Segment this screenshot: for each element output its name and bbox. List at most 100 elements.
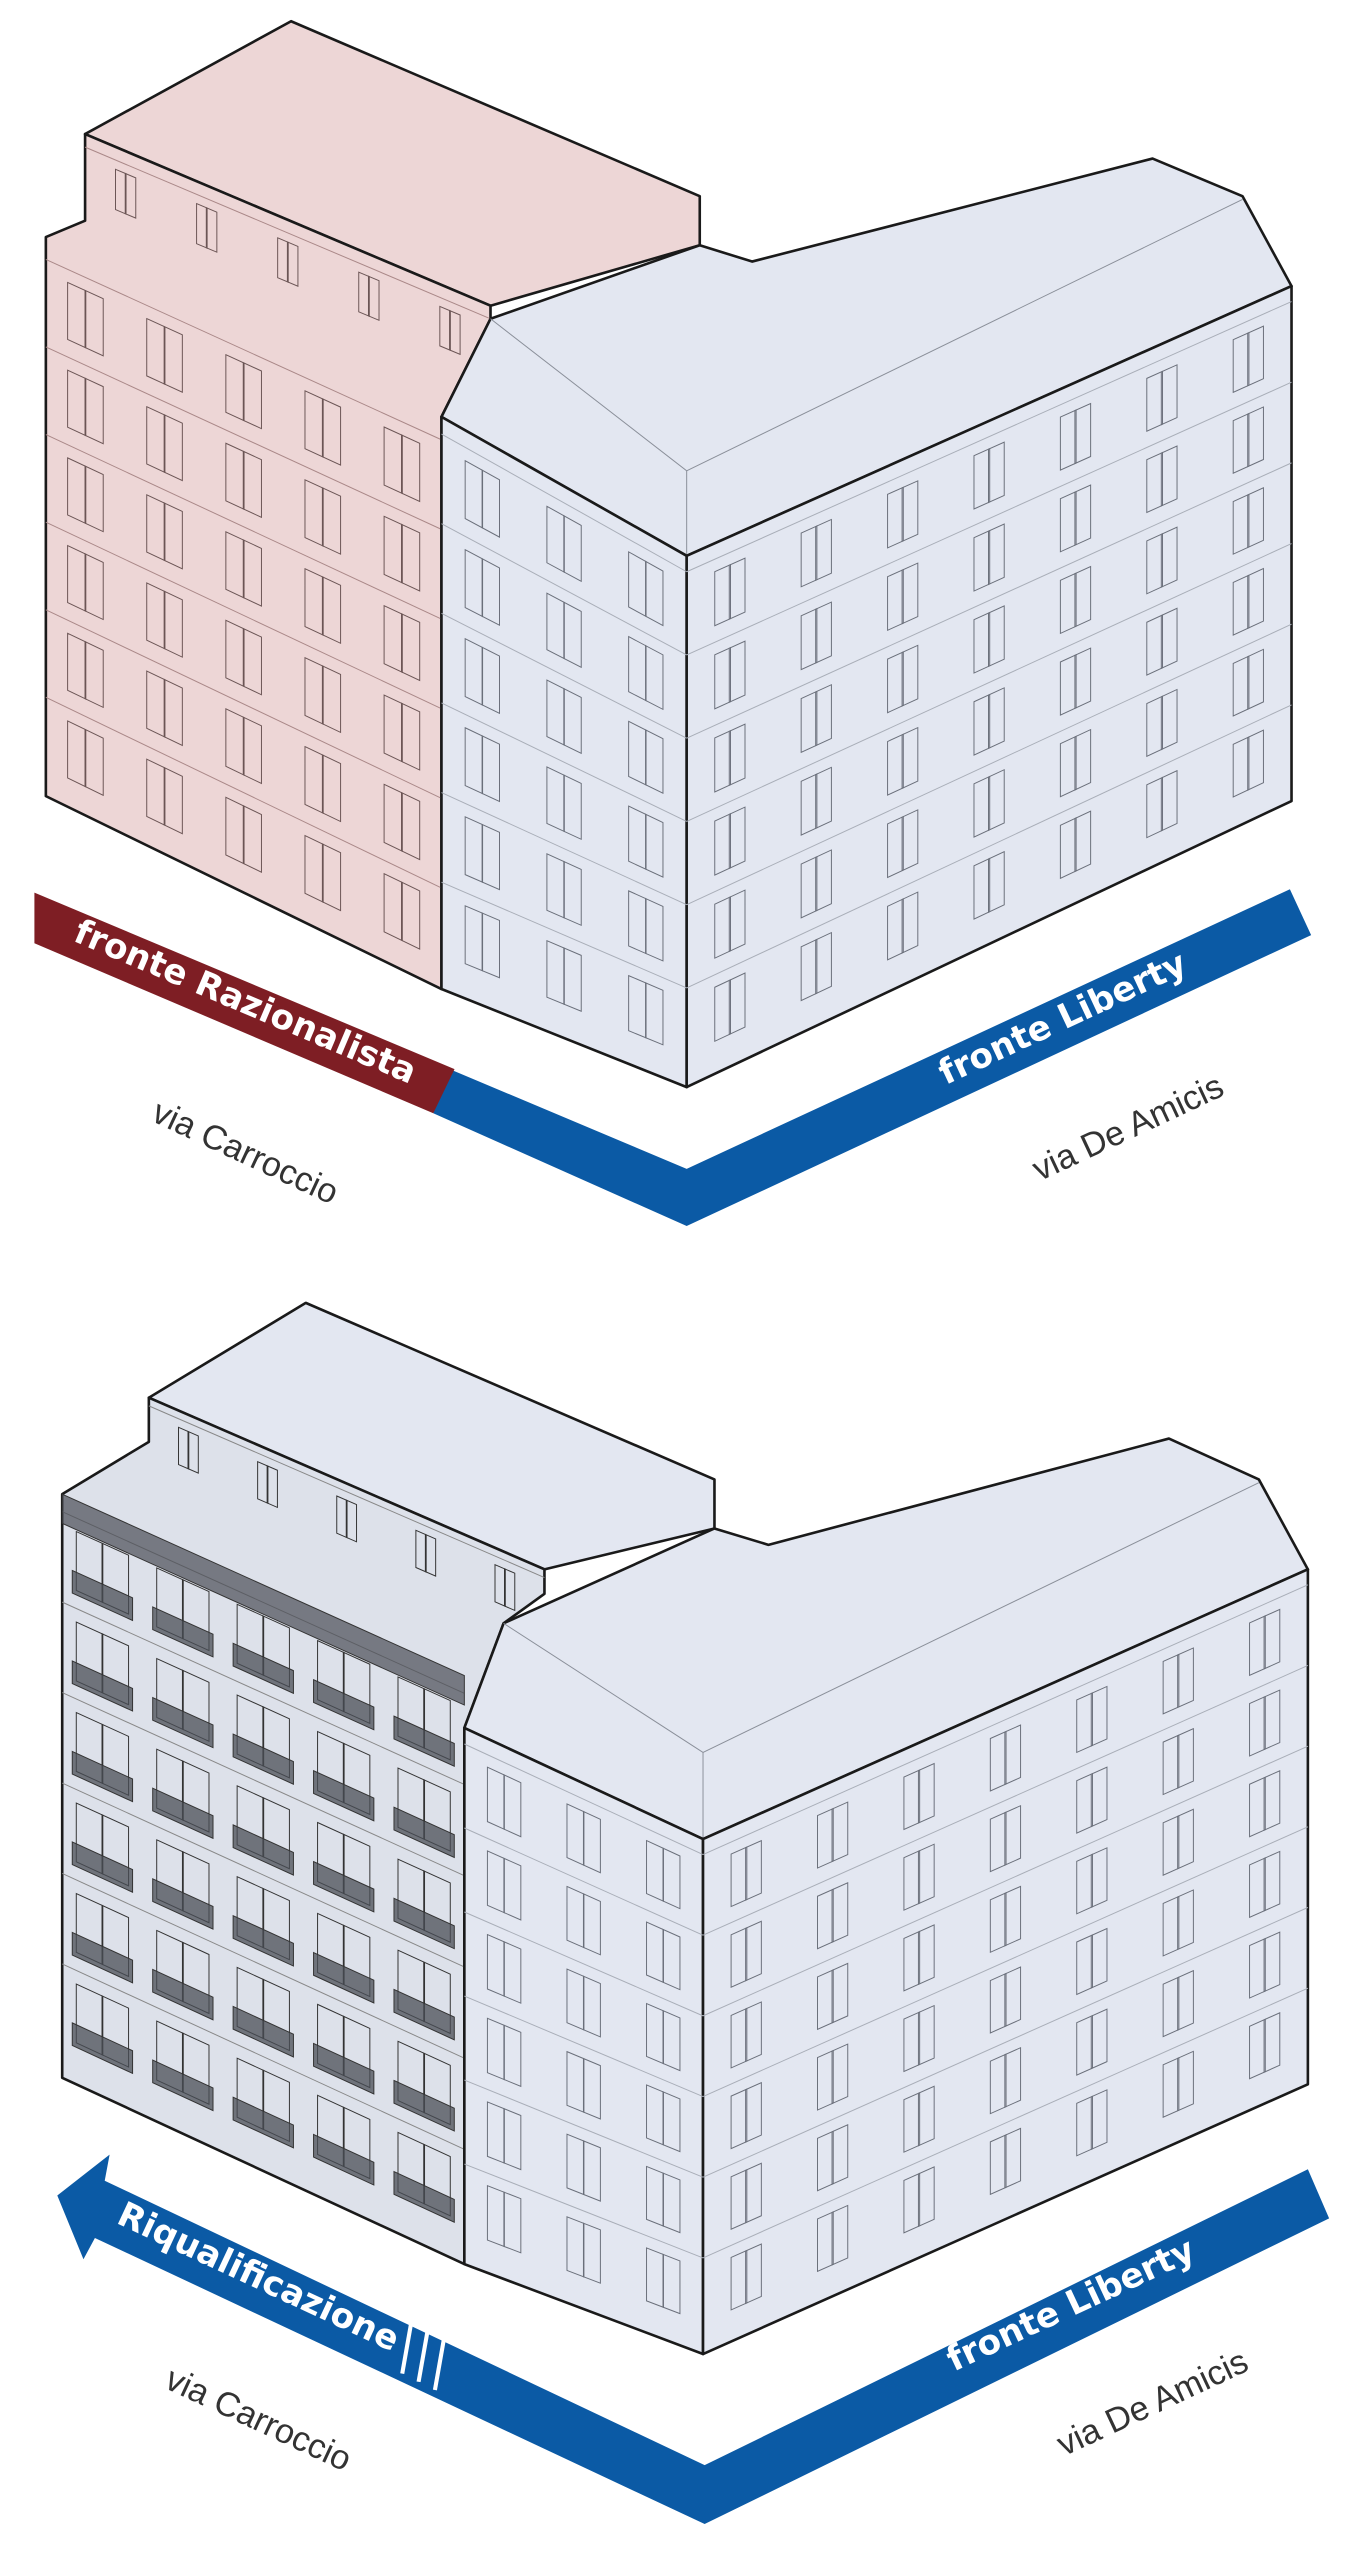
balcony-screen <box>152 1696 214 1749</box>
window <box>714 557 746 627</box>
window <box>730 2081 762 2150</box>
floor-line <box>686 704 1292 989</box>
window <box>67 720 104 797</box>
window <box>1076 2089 1108 2157</box>
balcony-screen <box>232 1733 294 1785</box>
window-mullion <box>815 607 818 664</box>
window-mullion <box>84 728 87 788</box>
window-mullion <box>345 1499 348 1539</box>
window <box>546 505 582 583</box>
window <box>196 202 218 253</box>
balcony-screen <box>393 1897 455 1950</box>
window <box>817 2124 849 2192</box>
window-mullion <box>401 881 403 942</box>
window-mullion <box>988 775 991 832</box>
window-mullion <box>163 502 166 562</box>
window-mullion <box>728 646 731 703</box>
window <box>1146 607 1178 676</box>
window <box>439 305 461 356</box>
window <box>887 562 919 632</box>
window <box>730 1920 762 1988</box>
window-mullion <box>1177 1653 1180 1709</box>
floor-line <box>686 301 1292 573</box>
window-mullion <box>745 2088 748 2143</box>
window <box>566 1885 601 1956</box>
window <box>304 656 342 734</box>
window-mullion <box>401 702 403 763</box>
window-mullion <box>1160 370 1164 426</box>
window <box>486 1850 522 1921</box>
window <box>1059 484 1092 553</box>
window <box>730 1839 762 1908</box>
window <box>714 723 746 793</box>
band-label-liberty: fronte Liberty <box>932 944 1192 1094</box>
window <box>1059 728 1092 798</box>
window <box>1146 769 1178 839</box>
window <box>628 890 664 962</box>
window-mullion <box>901 486 904 543</box>
window-mullion <box>831 2130 834 2185</box>
window <box>486 2101 522 2171</box>
window <box>989 1966 1022 2034</box>
window-mullion <box>242 804 245 865</box>
window-mullion <box>988 857 991 914</box>
requalification-arrow-band <box>57 2154 1330 2525</box>
window-mullion <box>745 1846 748 1901</box>
window <box>358 271 380 322</box>
window-mullion <box>266 1465 269 1505</box>
window-mullion <box>321 398 324 458</box>
window-mullion <box>321 487 324 547</box>
window <box>1162 1889 1194 1957</box>
window <box>146 317 183 394</box>
floor-line <box>702 1665 1309 1936</box>
window-mullion <box>917 2011 921 2066</box>
floor-line <box>464 2079 704 2178</box>
window <box>464 459 500 538</box>
window-mullion <box>1090 1692 1093 1747</box>
window <box>1232 325 1264 394</box>
window-mullion <box>1004 1972 1007 2028</box>
window-mullion <box>1074 735 1077 791</box>
floor-line <box>84 146 491 320</box>
liberty-windows <box>441 301 1292 1046</box>
window <box>67 369 104 445</box>
floor-line <box>441 612 687 739</box>
floor-line <box>441 523 687 656</box>
window <box>566 2050 601 2120</box>
balcony-screen <box>71 1841 134 1893</box>
window-mullion <box>1090 1772 1093 1828</box>
street-label-carroccio: via Carroccio <box>147 1093 345 1212</box>
balcony-screen <box>232 2096 294 2149</box>
floor-line <box>45 258 442 441</box>
window <box>887 809 919 879</box>
window <box>1146 688 1178 758</box>
window-mullion <box>1177 1734 1180 1789</box>
liberty-building-after <box>463 1437 1310 2356</box>
razionalista-band <box>34 892 455 1114</box>
window <box>1249 2012 1281 2080</box>
window <box>989 2046 1022 2115</box>
window-mullion <box>831 1969 834 2024</box>
window <box>566 2216 601 2284</box>
floor-line <box>464 1911 704 2017</box>
razionalista-building <box>44 19 702 991</box>
window <box>973 441 1005 510</box>
window-mullion <box>1160 776 1164 832</box>
window-mullion <box>1177 1895 1180 1951</box>
floor-line <box>702 1826 1309 2097</box>
window <box>1146 526 1178 595</box>
band-stripe <box>416 2325 431 2383</box>
window <box>989 2127 1022 2196</box>
window <box>973 850 1005 920</box>
window <box>817 1882 849 1950</box>
window-mullion <box>917 2091 921 2147</box>
liberty-right-facade <box>685 284 1293 1089</box>
window <box>903 2166 935 2234</box>
band-stripe <box>432 2334 447 2391</box>
window-mullion <box>1074 817 1077 873</box>
floor-line <box>702 1745 1309 2017</box>
floor-line <box>441 881 687 989</box>
window <box>628 551 664 627</box>
window-mullion <box>815 773 818 830</box>
window <box>566 1803 601 1874</box>
